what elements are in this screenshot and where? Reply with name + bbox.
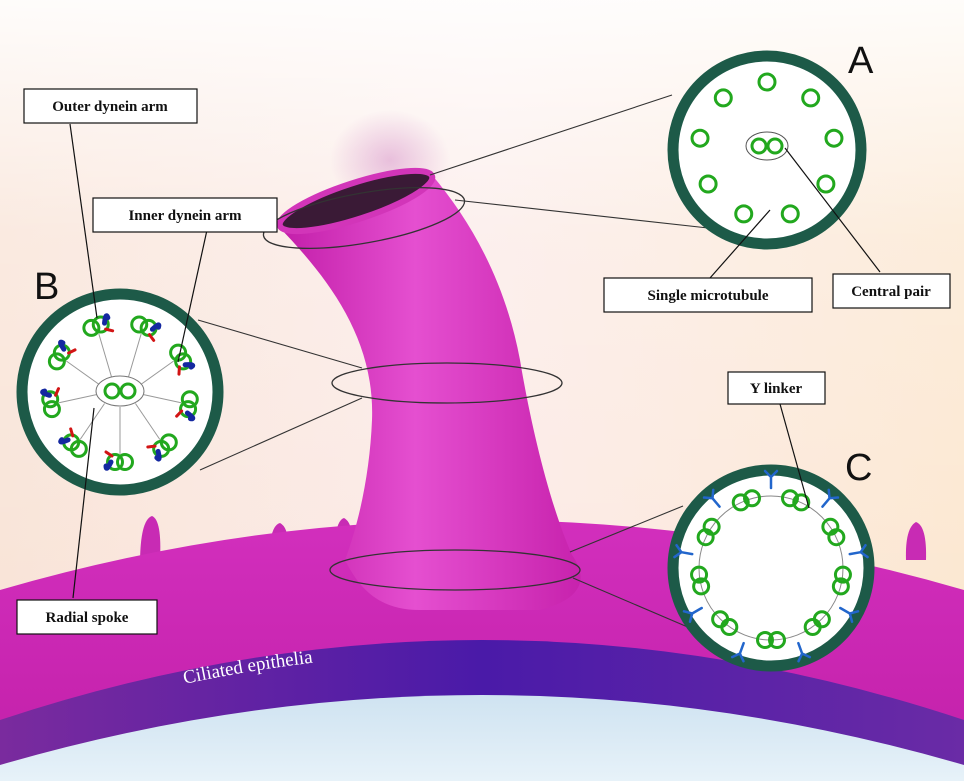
panel-b-inner-dynein-arm — [106, 329, 113, 331]
panel-b-outer-dynein-arm — [61, 342, 64, 349]
callout-inner-dynein-arm: Inner dynein arm — [93, 198, 277, 232]
callout-y-linker: Y linker — [728, 372, 825, 404]
panel-letter-b: B — [34, 266, 59, 308]
callout-central-pair: Central pair — [833, 274, 950, 308]
panel-c — [673, 470, 869, 666]
panel-a — [673, 56, 861, 244]
svg-text:Y linker: Y linker — [750, 381, 803, 397]
panel-b — [22, 294, 218, 490]
panel-b-outer-dynein-arm — [185, 365, 193, 367]
panel-letter-c: C — [845, 447, 872, 489]
callout-outer-dynein-arm: Outer dynein arm — [24, 89, 197, 123]
panel-b-outer-dynein-arm — [152, 325, 158, 329]
panel-b-inner-dynein-arm — [71, 429, 73, 436]
panel-a-membrane — [673, 56, 861, 244]
svg-text:Central pair: Central pair — [851, 284, 931, 300]
svg-text:Inner dynein arm: Inner dynein arm — [128, 208, 242, 224]
panel-b-outer-dynein-arm — [61, 440, 68, 442]
svg-text:Outer dynein arm: Outer dynein arm — [52, 99, 168, 115]
callout-single-microtubule: Single microtubule — [604, 278, 812, 312]
panel-b-inner-dynein-arm — [148, 446, 155, 447]
panel-letter-a: A — [848, 40, 874, 82]
svg-text:Radial spoke: Radial spoke — [46, 610, 129, 626]
svg-text:Single microtubule: Single microtubule — [648, 288, 769, 304]
panel-b-outer-dynein-arm — [157, 451, 159, 459]
panel-b-outer-dynein-arm — [187, 413, 192, 419]
callout-radial-spoke: Radial spoke — [17, 600, 157, 634]
